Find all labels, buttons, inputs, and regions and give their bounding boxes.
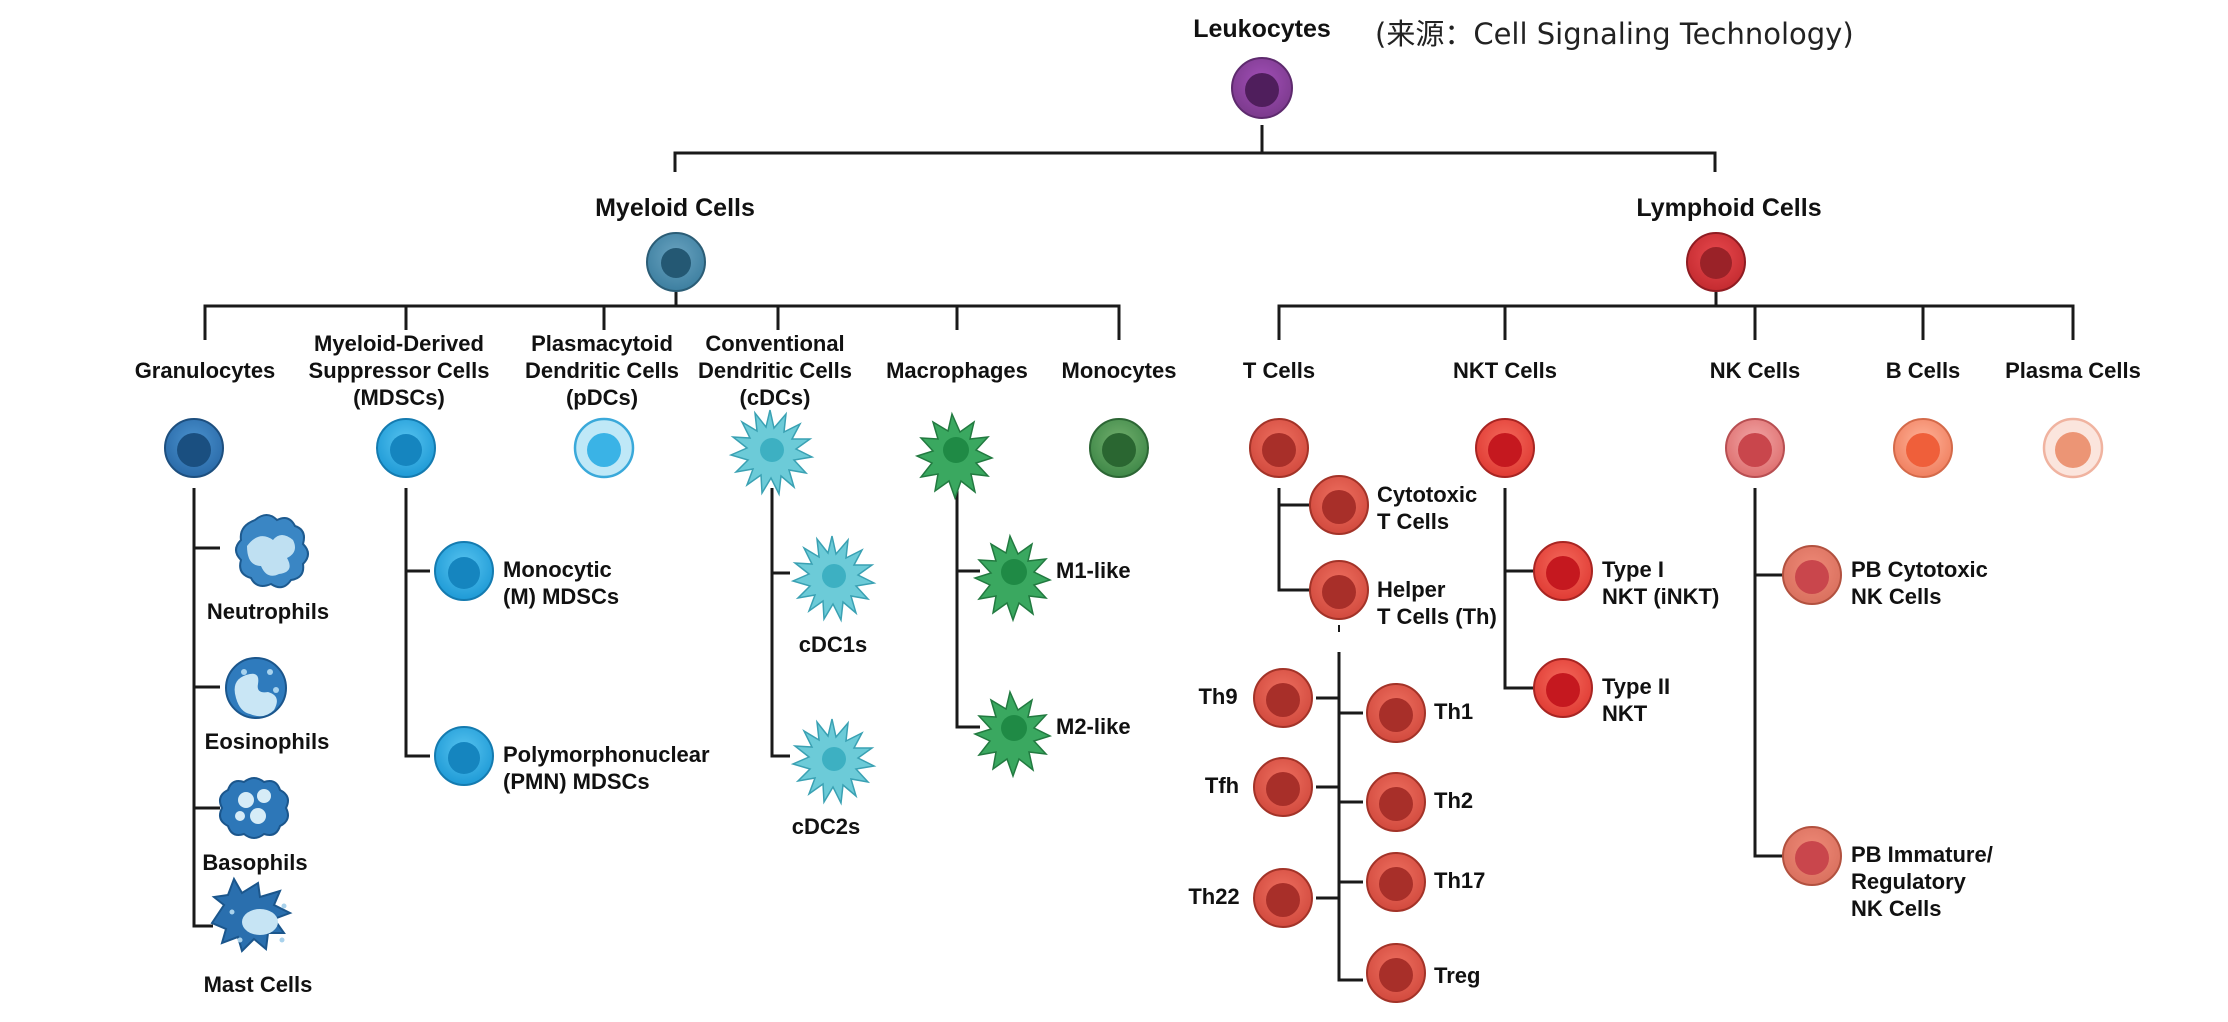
pdc-label-line-3: (pDCs) [566,385,638,410]
th1-cell-icon [1366,683,1426,743]
b-cell-icon [1893,418,1953,478]
cdc2-cell-icon [790,718,877,806]
th1-label: Th1 [1434,699,1473,724]
cdc-label-line-2: Dendritic Cells [698,358,852,383]
mast-cells-label: Mast Cells [204,972,313,997]
pb-cytotoxic-label-line-1: PB Cytotoxic [1851,557,1988,582]
th22-label: Th22 [1188,884,1239,909]
nk-cells-label: NK Cells [1710,358,1800,383]
neutrophils-label: Neutrophils [207,599,329,624]
cdc-label-line-3: (cDCs) [740,385,811,410]
type2-nkt-label-line-1: Type II [1602,674,1670,699]
pmn-mdsc-label-line-1: Polymorphonuclear [503,742,710,767]
cdc-label-line-1: Conventional [705,331,844,356]
leukocytes-label: Leukocytes [1193,15,1331,43]
m-mdsc-cell-icon [434,541,494,601]
th2-cell-icon [1366,772,1426,832]
plasma-cell-icon [2042,417,2104,479]
pdc-label-line-1: Plasmacytoid [531,331,673,356]
cdc-cell-icon [728,409,815,497]
monocyte-cell-icon [1089,418,1149,478]
helper-t-label-line-1: Helper [1377,577,1446,602]
mdsc-label-line-3: (MDSCs) [353,385,445,410]
cytotoxic-t-cell-icon [1309,475,1369,535]
macrophages-label: Macrophages [886,358,1028,383]
pdc-cell-icon [573,417,635,479]
pb-cytotoxic-label-line-2: NK Cells [1851,584,1941,609]
th17-label: Th17 [1434,868,1485,893]
pb-immature-label-line-2: Regulatory [1851,869,1967,894]
type2-nkt-label-line-2: NKT [1602,701,1648,726]
mdsc-label-line-2: Suppressor Cells [309,358,490,383]
eosinophil-cell-icon [225,657,287,719]
nkt-cell-icon [1475,418,1535,478]
helper-t-label-line-2: T Cells (Th) [1377,604,1497,629]
lymphoid-node: Lymphoid Cells [1636,194,1822,292]
t-cells-label: T Cells [1243,358,1315,383]
monocytes-label: Monocytes [1062,358,1177,383]
basophils-label: Basophils [202,850,307,875]
mdsc-label-line-1: Myeloid-Derived [314,331,484,356]
pb-immature-label-line-1: PB Immature/ [1851,842,1993,867]
mdsc-label: Myeloid-Derived Suppressor Cells (MDSCs) [309,331,490,410]
cdc1-label: cDC1s [799,632,867,657]
pb-immature-nk-cell-icon [1782,826,1842,886]
myeloid-node: Myeloid Cells [595,194,755,292]
pdc-label-line-2: Dendritic Cells [525,358,679,383]
nkt-cells-label: NKT Cells [1453,358,1557,383]
m1-label: M1-like [1056,558,1131,583]
plasma-cells-label: Plasma Cells [2005,358,2141,383]
pb-cytotoxic-nk-cell-icon [1782,545,1842,605]
cdc2-label: cDC2s [792,814,860,839]
leukocytes-node: Leukocytes [1193,15,1331,119]
cytotoxic-t-label-line-1: Cytotoxic [1377,482,1477,507]
eosinophils-label: Eosinophils [205,729,330,754]
m-mdsc-label-line-1: Monocytic [503,557,612,582]
th9-cell-icon [1253,668,1313,728]
pmn-mdsc-cell-icon [434,726,494,786]
treg-cell-icon [1366,943,1426,1003]
granulocytes-label: Granulocytes [135,358,276,383]
nk-cell-icon [1725,418,1785,478]
th9-label: Th9 [1198,684,1237,709]
b-cells-label: B Cells [1886,358,1961,383]
pb-immature-label-line-3: NK Cells [1851,896,1941,921]
t-cell-icon [1249,418,1309,478]
lymphoid-nucleus-icon [1700,247,1732,279]
source-note: (来源：Cell Signaling Technology) [1375,17,1854,51]
myeloid-nucleus-icon [661,248,691,278]
m2-label: M2-like [1056,714,1131,739]
treg-label: Treg [1434,963,1480,988]
type1-nkt-label-line-1: Type I [1602,557,1664,582]
helper-t-cell-icon [1309,560,1369,620]
leukocyte-nucleus-icon [1245,73,1279,107]
lymphoid-label: Lymphoid Cells [1636,194,1821,222]
cdc1-cell-icon [790,535,877,623]
granulocyte-cell-icon [164,418,224,478]
m2-cell-icon [972,689,1052,779]
type1-nkt-label-line-2: NKT (iNKT) [1602,584,1719,609]
tfh-label: Tfh [1205,773,1239,798]
myeloid-label: Myeloid Cells [595,194,755,222]
macrophage-cell-icon [914,411,994,501]
type1-nkt-cell-icon [1533,541,1593,601]
neutrophil-cell-icon [235,514,309,589]
mast-cell-icon [210,876,293,953]
th17-cell-icon [1366,852,1426,912]
type2-nkt-cell-icon [1533,658,1593,718]
pmn-mdsc-label-line-2: (PMN) MDSCs [503,769,650,794]
basophil-cell-icon [219,777,289,839]
connector-lines [192,125,2075,982]
tfh-cell-icon [1253,757,1313,817]
th2-label: Th2 [1434,788,1473,813]
m-mdsc-label-line-2: (M) MDSCs [503,584,619,609]
mdsc-cell-icon [376,418,436,478]
m1-cell-icon [972,533,1052,623]
cytotoxic-t-label-line-2: T Cells [1377,509,1449,534]
th22-cell-icon [1253,868,1313,928]
